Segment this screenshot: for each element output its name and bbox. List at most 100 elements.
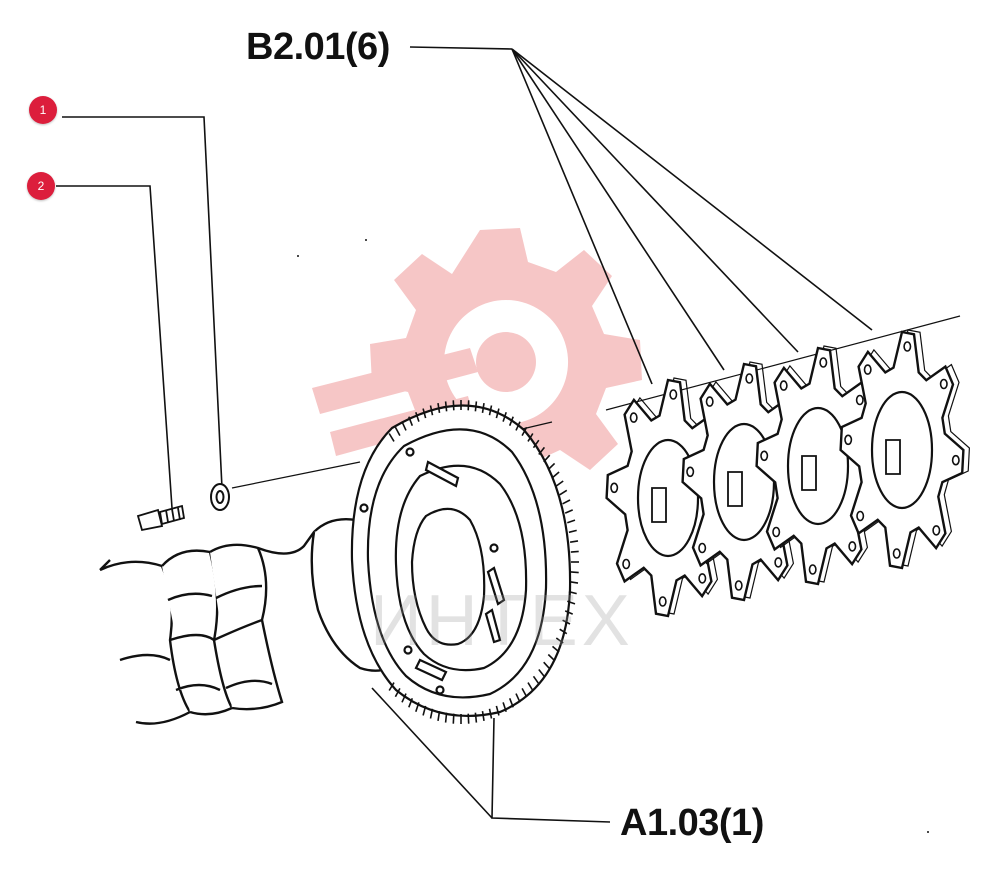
bolt-part	[136, 504, 186, 532]
star-plates	[605, 329, 971, 618]
gear-tooth	[502, 702, 507, 712]
leader-b2-2	[511, 48, 725, 371]
gear-tooth	[467, 713, 470, 724]
star-plate-bolt-hole	[903, 341, 912, 352]
gear-tooth	[502, 412, 507, 422]
star-plate-bolt-hole	[844, 434, 853, 446]
gear-tooth	[388, 433, 395, 442]
label-top-ref: B2.01(6)	[246, 26, 390, 68]
star-plate-bolt-hole	[774, 557, 783, 568]
star-plate-bolt-hole	[863, 364, 872, 375]
gear-tooth	[444, 712, 448, 723]
gear-tooth	[408, 698, 414, 708]
gear-tooth	[437, 710, 441, 722]
gear-tooth	[538, 446, 546, 455]
gear-tooth	[562, 619, 571, 625]
gear-tooth	[467, 400, 470, 411]
star-plate-bolt-hole	[658, 596, 667, 607]
gear-tooth	[551, 645, 560, 653]
watermark-wrench	[312, 348, 478, 456]
gear-tooth	[452, 713, 455, 724]
flywheel-hole	[405, 447, 415, 457]
star-plate-bolt-hole	[610, 482, 619, 494]
star-plate-key	[727, 471, 743, 507]
gear-tooth	[394, 688, 401, 698]
gear-tooth	[543, 454, 551, 463]
gear-tooth	[527, 433, 534, 442]
watermark-hub	[476, 332, 536, 392]
flywheel-hole	[489, 543, 499, 553]
star-plate-bolt-hole	[932, 525, 941, 536]
specks	[297, 239, 929, 833]
gear-tooth	[551, 471, 560, 479]
gear-tooth	[401, 693, 407, 703]
gear-tooth	[547, 462, 556, 471]
flywheel-hole	[403, 645, 413, 655]
star-plate-bolt-hole	[698, 573, 707, 584]
flywheel-hole	[359, 503, 369, 513]
leader-b2-1	[511, 48, 653, 385]
gear-tooth	[429, 708, 434, 719]
leader-callout-1	[62, 116, 223, 489]
flywheel-slot-top	[424, 460, 460, 488]
gear-tooth	[488, 708, 493, 719]
gear-tooth	[474, 712, 478, 723]
callout-marker-1[interactable]: 1	[29, 96, 57, 124]
gear-tooth	[547, 653, 556, 662]
star-plate-key	[651, 487, 667, 523]
gear-tooth	[559, 489, 568, 496]
gear-tooth	[569, 540, 579, 543]
gear-tooth	[564, 610, 574, 615]
gear-tooth	[415, 702, 420, 712]
leader-a1-diag	[371, 687, 493, 819]
gear-tooth	[567, 519, 576, 524]
gear-tooth	[555, 480, 564, 487]
gear-tooth	[570, 550, 579, 553]
gear-tooth	[394, 426, 401, 436]
star-plate-bolt-hole	[669, 389, 678, 400]
gear-tooth	[568, 590, 577, 595]
gear-tooth	[437, 402, 441, 414]
star-plate-bolt-hole	[772, 526, 781, 538]
gear-tooth	[564, 509, 574, 514]
star-plate-bolt-hole	[855, 394, 864, 406]
gear-tooth	[532, 439, 540, 449]
callout-marker-2[interactable]: 2	[27, 172, 55, 200]
star-plate-opening	[786, 406, 850, 526]
gear-tooth	[495, 705, 500, 716]
gear-tooth	[508, 416, 514, 426]
leader-b2-hline	[409, 46, 513, 50]
flywheel-slot-bottom	[414, 658, 448, 682]
gear-tooth	[562, 499, 571, 505]
gear-tooth	[515, 421, 521, 431]
callout-number: 2	[37, 179, 45, 193]
flywheel-hub	[410, 507, 486, 646]
gear-tooth	[474, 401, 478, 412]
gear-tooth	[521, 426, 528, 436]
gear-tooth	[495, 408, 500, 419]
star-plate-bolt-hole	[819, 357, 828, 368]
gear-tooth	[488, 405, 493, 416]
flywheel	[350, 400, 579, 724]
gear-tooth	[481, 710, 485, 722]
star-plate-bolt-hole	[939, 378, 948, 390]
leader-b2-4	[511, 48, 873, 331]
star-plate-key	[885, 439, 901, 475]
gear-tooth	[567, 600, 576, 605]
star-plate-bolt-hole	[779, 380, 788, 391]
gear-tooth	[415, 412, 420, 422]
gear-tooth	[481, 402, 485, 414]
gear-tooth	[521, 688, 528, 698]
gear-tooth	[555, 637, 564, 644]
star-plate-bolt-hole	[629, 412, 638, 423]
leader-callout-2	[56, 185, 173, 509]
star-plate-opening	[870, 390, 934, 510]
star-plate-bolt-hole	[705, 396, 714, 407]
gear-tooth	[538, 669, 546, 678]
star-plate-bolt-hole	[745, 373, 754, 384]
leader-a1	[491, 717, 611, 823]
gear-tooth	[515, 693, 521, 703]
star-plate-bolt-hole	[951, 454, 960, 466]
